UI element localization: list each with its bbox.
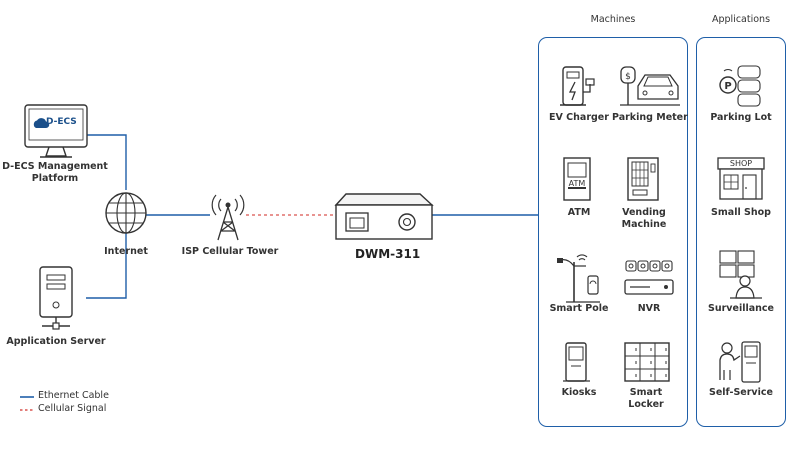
machines-panel [538, 37, 688, 427]
vending-machine-icon [627, 157, 659, 201]
app-label-surveillance: Surveillance [708, 303, 774, 314]
shop-sign-text: SHOP [729, 159, 753, 168]
machine-label-nvr: NVR [637, 303, 661, 314]
ethernet-line-platform [86, 134, 127, 190]
machine-label-atm: ATM [567, 207, 591, 218]
legend-cellular: Cellular Signal [38, 403, 106, 414]
ev-charger-icon [560, 66, 595, 106]
parking-lot-icon: P [719, 65, 761, 107]
globe-icon [105, 192, 147, 234]
applications-header: Applications [711, 14, 771, 25]
machine-label-kiosks: Kiosks [561, 387, 597, 398]
d-ecs-logo-text: D-ECS [46, 117, 77, 127]
server-label: Application Server [6, 336, 106, 347]
parking-meter-icon: $ [620, 66, 680, 106]
ethernet-line-server [86, 232, 127, 299]
platform-label: D-ECS Management Platform [2, 161, 108, 184]
atm-screen-text: ATM [568, 179, 586, 188]
kiosk-icon [563, 342, 590, 382]
legend-ethernet: Ethernet Cable [38, 390, 109, 401]
antenna-connector-icon [398, 213, 416, 231]
machine-label-smart-pole: Smart Pole [549, 303, 609, 314]
device-label: DWM-311 [355, 247, 421, 261]
machine-label-ev-charger: EV Charger [549, 112, 609, 123]
legend-cellular-label: Cellular Signal [38, 403, 107, 414]
self-service-icon [719, 341, 761, 383]
server-icon [39, 266, 73, 330]
machines-header: Machines [590, 14, 636, 25]
surveillance-icon [719, 250, 762, 299]
app-label-self-service: Self-Service [709, 387, 773, 398]
machine-label-vending-machine: Vending Machine [621, 207, 667, 230]
ethernet-port-icon [345, 212, 369, 232]
svg-text:P: P [724, 81, 731, 92]
app-label-small-shop: Small Shop [711, 207, 771, 218]
applications-panel [696, 37, 786, 427]
d-ecs-logo-icon [33, 118, 50, 128]
machine-label-smart-locker: Smart Locker [628, 387, 664, 410]
legend-ethernet-label: Ethernet Cable [38, 390, 109, 401]
internet-label: Internet [104, 246, 148, 257]
monitor-icon [24, 104, 88, 158]
router-device-icon [334, 193, 434, 240]
shop-icon [717, 157, 765, 200]
machine-label-parking-meter: Parking Meter [612, 112, 688, 123]
tower-label: ISP Cellular Tower [181, 246, 279, 257]
app-label-parking-lot: Parking Lot [710, 112, 772, 123]
atm-icon [563, 157, 591, 201]
smart-pole-icon [557, 254, 600, 303]
svg-text:$: $ [625, 72, 631, 82]
nvr-icon [624, 260, 674, 295]
smart-locker-icon [624, 342, 670, 382]
cellular-tower-icon [211, 194, 245, 241]
